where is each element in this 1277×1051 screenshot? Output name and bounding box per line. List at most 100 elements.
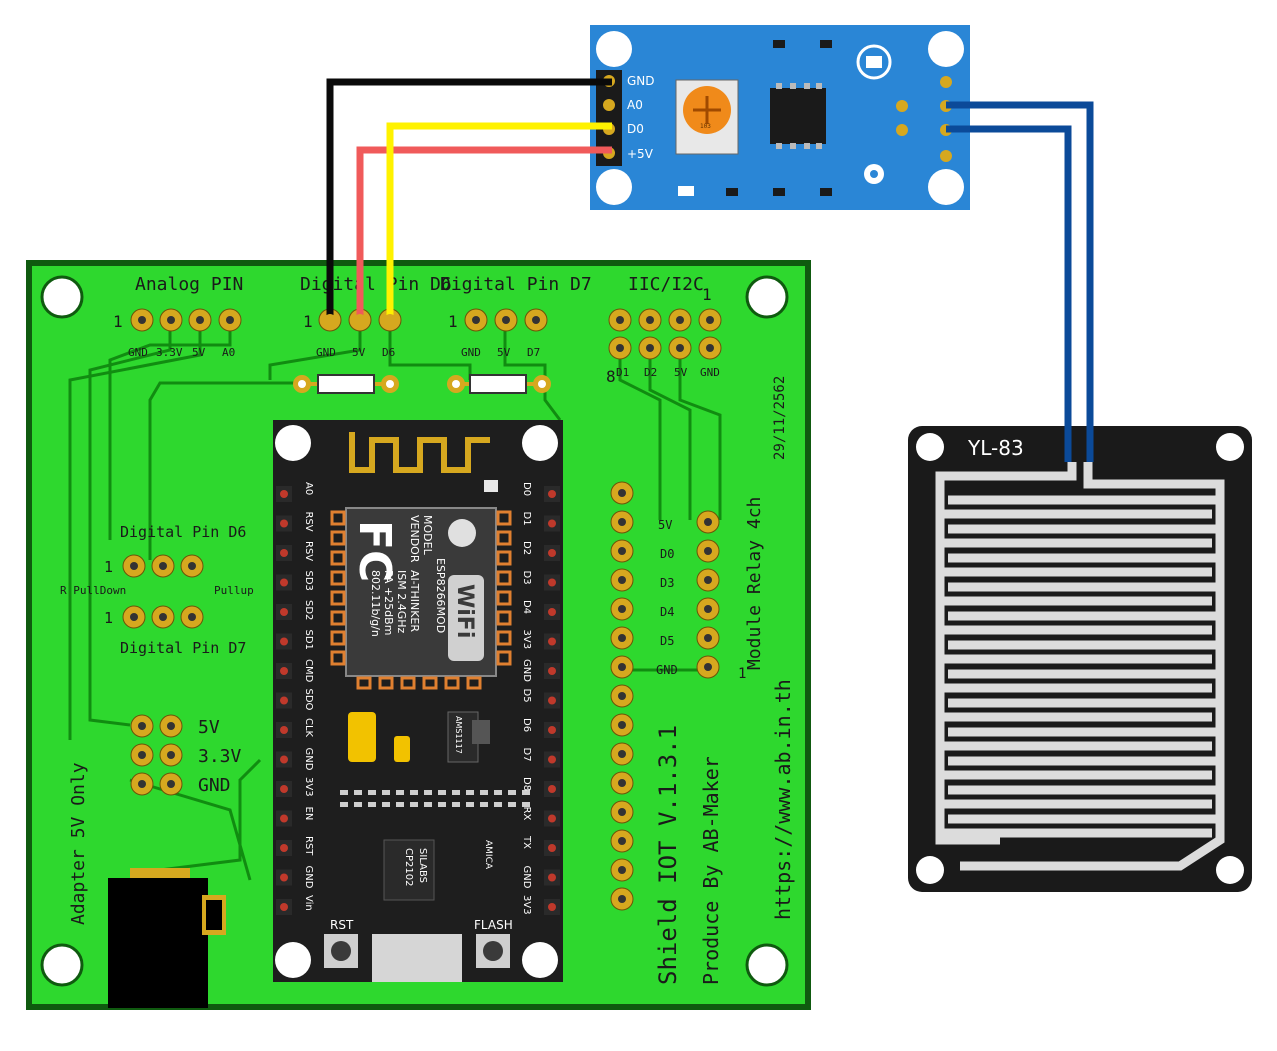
- smd-pad: [424, 790, 432, 795]
- nodemcu-right-pin-label: 3V3: [521, 895, 532, 915]
- rst-label: RST: [330, 918, 354, 932]
- module-pin-a0: A0: [627, 98, 643, 112]
- wires: [326, 78, 1094, 462]
- d6-pin-5v: 5V: [352, 346, 366, 359]
- d7-pin-5v: 5V: [497, 346, 511, 359]
- left-d6-pin-one: 1: [104, 558, 113, 576]
- nodemcu-right-pin: [548, 608, 556, 616]
- esp-pad: [496, 610, 512, 626]
- nodemcu-right-pin: [548, 844, 556, 852]
- wifi-antenna: [349, 432, 490, 473]
- sensor-module: GND A0 D0 +5V 103: [590, 25, 970, 210]
- relay-title: Module Relay 4ch: [744, 497, 765, 670]
- smd-pad: [368, 790, 376, 795]
- header-pads: [122, 308, 722, 911]
- nodemcu-left-pin-label: RST: [303, 836, 314, 856]
- analog-pin-3v3: 3.3V: [156, 346, 183, 359]
- nodemcu-right-pin-label: RX: [521, 807, 532, 821]
- nodemcu-right-pin: [548, 549, 556, 557]
- nodemcu-left-pin: [280, 785, 288, 793]
- nodemcu-left-pin-label: CMD: [303, 659, 314, 683]
- smd-pad: [382, 802, 390, 807]
- nodemcu-left-pin-label: EN: [303, 807, 314, 821]
- relay-pin-d3: D3: [660, 576, 674, 590]
- nodemcu-left-pin: [280, 844, 288, 852]
- smd-pad: [410, 802, 418, 807]
- d7-pin-one: 1: [448, 312, 458, 331]
- relay-pin-one: 1: [738, 666, 746, 682]
- nodemcu-left-pin-label: GND: [303, 748, 314, 771]
- nodemcu-left-pin: [280, 903, 288, 911]
- esp-pad: [422, 676, 438, 690]
- d7-pin-gnd: GND: [461, 346, 481, 359]
- nodemcu-right-pin-label: D1: [521, 512, 532, 526]
- analog-header: Analog PIN: [135, 274, 243, 295]
- module-pin-5v: +5V: [627, 147, 654, 161]
- shield-title: Shield IOT V.1.3.1: [654, 725, 682, 985]
- smd-pad: [508, 802, 516, 807]
- smd-pad: [438, 802, 446, 807]
- nodemcu-right-pin: [548, 578, 556, 587]
- nodemcu-right-pin-label: D2: [521, 541, 532, 555]
- nodemcu-left-pin-label: SD1: [303, 630, 314, 650]
- esp-pad: [496, 530, 512, 546]
- smd-pad: [438, 790, 446, 795]
- nodemcu-left-pin: [280, 490, 288, 498]
- iic-header: IIC/I2C: [628, 274, 704, 295]
- nodemcu-right-pin: [548, 667, 556, 675]
- nodemcu-right-pin: [548, 903, 556, 911]
- usb-chip: [383, 839, 435, 901]
- smd-pad: [340, 802, 348, 807]
- smd-pad: [522, 802, 530, 807]
- nodemcu-left-pin-label: SD2: [303, 600, 314, 620]
- capacitor: [348, 712, 376, 762]
- esp-pad: [330, 650, 346, 666]
- esp-module: FC MODEL VENDOR ISM 2.4GHz PA +25dBm 802…: [345, 507, 497, 677]
- gear-icon: [864, 164, 884, 184]
- power-icon: [856, 44, 892, 80]
- smd-pad: [522, 790, 530, 795]
- url-label: https://www.ab.in.th: [771, 679, 795, 920]
- esp-pad: [330, 570, 346, 586]
- nodemcu-right-pin: [548, 519, 556, 528]
- comb-trace-right: [960, 462, 1225, 871]
- esp-line-model: MODEL: [421, 515, 434, 556]
- esp-pad: [466, 676, 482, 690]
- esp-pad: [496, 510, 512, 526]
- nodemcu-right-pin-label: D0: [521, 482, 532, 496]
- nodemcu-left-pin: [280, 726, 288, 734]
- nodemcu-right-pin-label: 3V3: [521, 630, 532, 650]
- pot-value: 103: [700, 123, 711, 130]
- smd-pad: [410, 790, 418, 795]
- nodemcu-right-pin-label: D7: [521, 748, 532, 762]
- capacitor-small: [394, 736, 410, 762]
- left-d7-label: Digital Pin D7: [120, 639, 246, 657]
- esp-pad: [330, 530, 346, 546]
- nodemcu-left-pin-label: A0: [303, 482, 314, 495]
- esp-pad: [330, 630, 346, 646]
- pulldown-label: R PullDown: [60, 584, 126, 597]
- left-d6-label: Digital Pin D6: [120, 523, 246, 541]
- relay-pin-d5: D5: [660, 634, 674, 648]
- smd-pad: [494, 790, 502, 795]
- power-5v: 5V: [198, 717, 220, 738]
- silkscreen: Analog PIN Digital Pin D6 Digital Pin D7…: [60, 274, 795, 985]
- nodemcu-right-pin-label: D3: [521, 571, 532, 585]
- mounting-holes: [40, 275, 789, 987]
- esp-value-vendor: AI-THINKER: [408, 570, 421, 632]
- resistor-d6: [293, 374, 399, 394]
- smd-pad: [452, 802, 460, 807]
- rain-sensor: YL-83: [908, 426, 1252, 892]
- usb-chip-brand: SILABS: [417, 848, 428, 883]
- smd-pad: [382, 790, 390, 795]
- pullup-label: Pullup: [214, 584, 254, 597]
- smd-pad: [508, 790, 516, 795]
- esp-line-pa: PA +25dBm: [382, 570, 395, 635]
- nodemcu-right-pin-label: GND: [521, 659, 532, 682]
- nodemcu-left-pin: [280, 637, 288, 646]
- left-d7-pin-one: 1: [104, 609, 113, 627]
- nodemcu-right-pin: [548, 696, 556, 705]
- d6-pin-gnd: GND: [316, 346, 336, 359]
- iic-pin-one: 1: [702, 285, 712, 304]
